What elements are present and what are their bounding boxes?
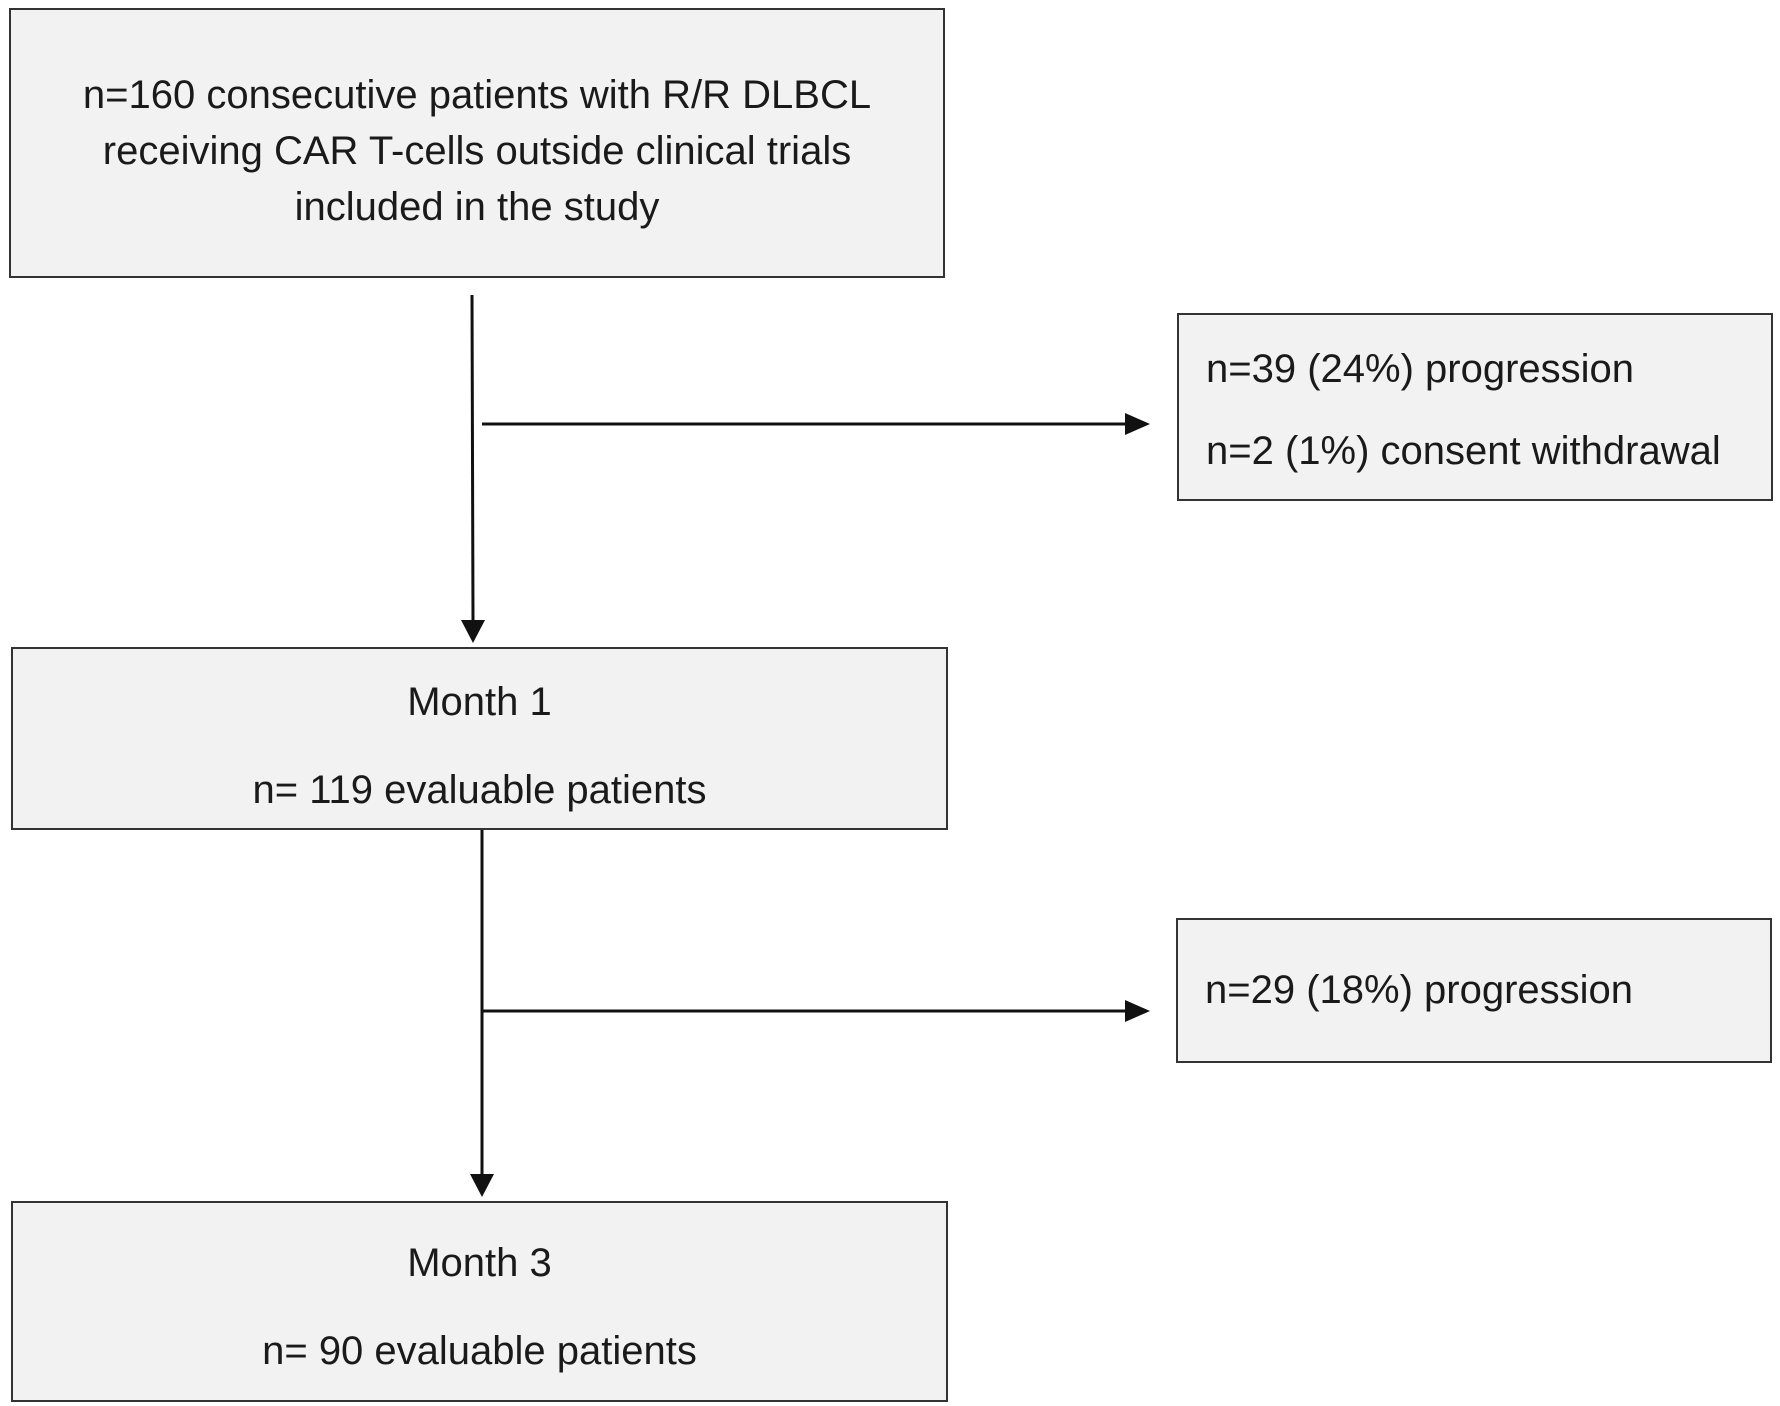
month-3-box: Month 3 n= 90 evaluable patients: [11, 1201, 948, 1402]
arrowhead-exclusion-1: [1125, 413, 1150, 435]
enrolled-patients-box: n=160 consecutive patients with R/R DLBC…: [9, 8, 945, 278]
enrolled-line-3: included in the study: [294, 185, 660, 229]
enrolled-line-1: n=160 consecutive patients with R/R DLBC…: [82, 73, 872, 117]
exclusion-2-progression: n=29 (18%) progression: [1205, 968, 1634, 1012]
exclusion-1-progression: n=39 (24%) progression: [1206, 347, 1635, 391]
month-1-count: n= 119 evaluable patients: [252, 768, 707, 812]
exclusion-box-2: n=29 (18%) progression: [1176, 918, 1772, 1063]
arrowhead-exclusion-2: [1125, 1000, 1150, 1022]
month-1-box: Month 1 n= 119 evaluable patients: [11, 647, 948, 830]
exclusion-1-consent-withdrawal: n=2 (1%) consent withdrawal: [1206, 429, 1721, 473]
connector-enrolled-to-month1: [470, 294, 475, 621]
arrowhead-month3: [470, 1174, 494, 1197]
enrolled-line-2: receiving CAR T-cells outside clinical t…: [102, 129, 852, 173]
arrowhead-month1: [461, 620, 485, 643]
month-1-label: Month 1: [407, 680, 552, 724]
exclusion-box-1: n=39 (24%) progression n=2 (1%) consent …: [1177, 313, 1773, 501]
month-3-count: n= 90 evaluable patients: [262, 1329, 697, 1373]
month-3-label: Month 3: [407, 1241, 552, 1285]
